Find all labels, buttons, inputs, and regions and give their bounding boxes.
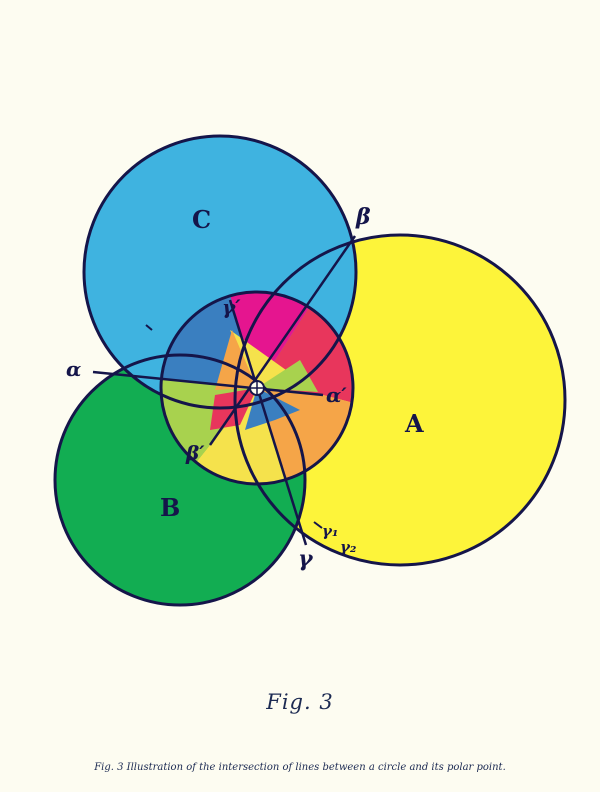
label-beta: β <box>355 204 371 230</box>
circle-label-a: A <box>404 409 424 438</box>
chord-gamma-prime-gamma <box>228 299 308 546</box>
figure-title: Fig. 3 <box>266 690 334 714</box>
label-gamma-2: γ₂ <box>340 538 357 556</box>
polar-point <box>249 380 265 396</box>
circles-diagram: C A B α α′ β β′ γ γ′ γ₁ γ₂ <box>53 134 567 607</box>
label-gamma: γ <box>298 546 314 572</box>
circle-label-b: B <box>160 493 180 522</box>
center-right <box>257 360 318 392</box>
label-gamma-prime: γ′ <box>222 295 241 319</box>
label-alpha-prime: α′ <box>326 383 347 407</box>
sector-top-left <box>230 292 353 388</box>
center-bottom <box>245 388 300 430</box>
figure-caption: Fig. 3 Illustration of the intersection … <box>94 762 506 773</box>
gamma-ticks <box>145 324 323 529</box>
circle-outlines <box>53 134 567 607</box>
label-beta-prime: β′ <box>185 441 205 465</box>
label-gamma-1: γ₁ <box>322 522 338 540</box>
label-alpha: α <box>66 357 81 381</box>
circle-label-c: C <box>192 205 211 234</box>
sector-bottom-left <box>161 388 306 484</box>
